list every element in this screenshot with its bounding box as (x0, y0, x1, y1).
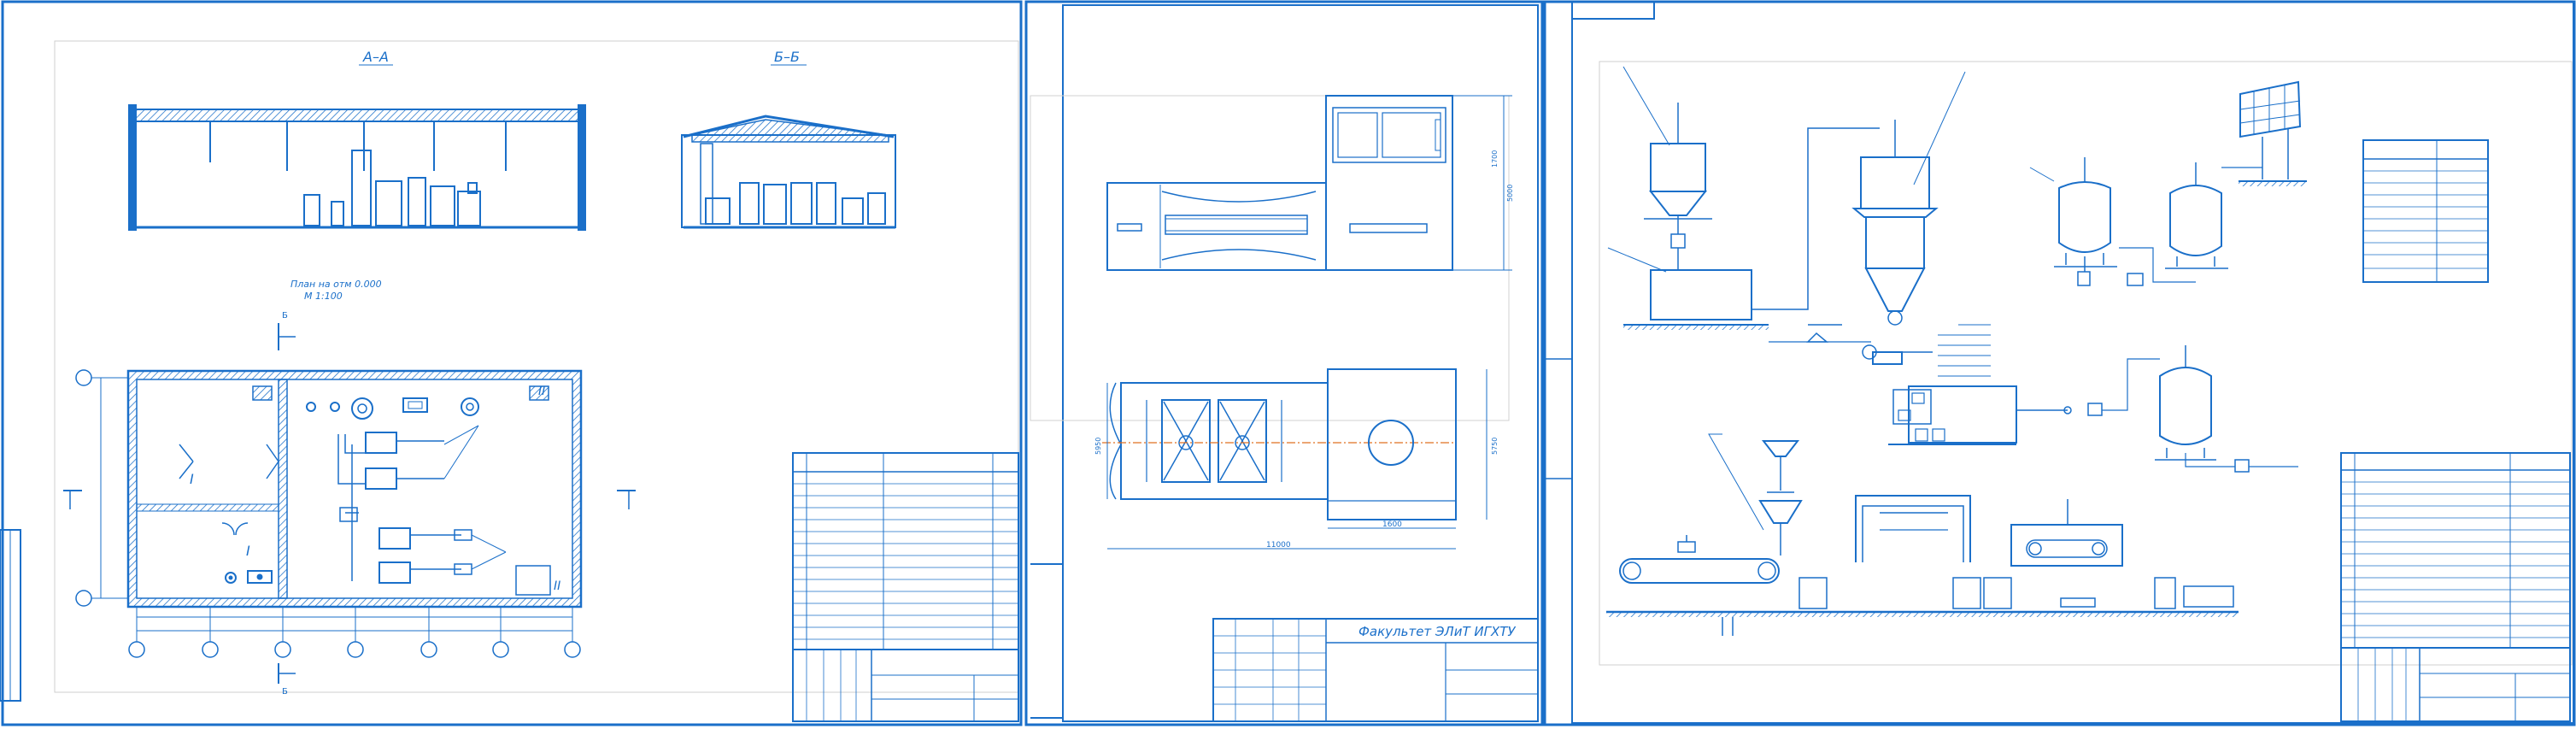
sheet-2-frame (1024, 0, 1544, 726)
hopper-1 (1622, 66, 1712, 270)
sheet-2-institution: Факультет ЭЛиТ ИГХТУ (1358, 624, 1516, 639)
blower-unit (1607, 127, 1880, 330)
svg-text:5950: 5950 (1094, 438, 1102, 455)
svg-text:11000: 11000 (1266, 541, 1291, 550)
cut-marker-top: Б (278, 311, 296, 350)
room-label-4: II (554, 579, 560, 593)
reactor-3 (2155, 345, 2298, 473)
conveyor-belt-1 (1619, 535, 1780, 584)
svg-text:5750: 5750 (1491, 438, 1499, 455)
cut-marker-left (63, 490, 82, 509)
svg-text:1600: 1600 (1382, 520, 1402, 529)
dryer-tunnel (1855, 495, 1971, 562)
section-aa-label: А–А (362, 49, 389, 65)
room-label-1: I (190, 471, 194, 487)
sheet-1-frame (1, 0, 1023, 726)
sheet-2-equipment-drawing: 1700 5000 5950 5750 11000 16 (1024, 0, 1544, 726)
sheet-1-building-plan: А–А Б–Б (0, 0, 1023, 726)
sheet-3-process-flow-diagram (1543, 0, 2576, 726)
sheet-2-title-block: Факультет ЭЛиТ ИГХТУ (1212, 618, 1539, 722)
plan-grid-axes (75, 369, 581, 658)
legend-table (2362, 139, 2489, 283)
mixing-station (1862, 324, 2160, 445)
svg-text:Б: Б (282, 687, 288, 697)
section-aa-drawing (128, 104, 586, 231)
sheet-3-spec-table (2340, 452, 2571, 722)
floor-plan: I I II II (126, 369, 583, 608)
plan-scale: М 1:100 (304, 291, 343, 302)
svg-text:Б: Б (282, 311, 288, 320)
plan-title: План на отм 0.000 (290, 279, 382, 290)
sheet-1-spec-table (792, 452, 1019, 722)
conveyor-belt-2 (2010, 499, 2123, 608)
cut-marker-right (617, 490, 636, 509)
solar-panel (2221, 80, 2307, 186)
cut-marker-bottom: Б (278, 663, 296, 697)
output-stage (1799, 577, 2234, 609)
room-label-3: II (538, 385, 545, 398)
svg-text:1700: 1700 (1491, 150, 1499, 168)
reactor-2 (2119, 162, 2228, 286)
room-label-2: I (246, 543, 250, 559)
section-bb-label: Б–Б (774, 49, 800, 65)
unit-top-view: 1700 5000 (1106, 95, 1514, 271)
unit-front-view: 5950 5750 11000 1600 (1094, 368, 1499, 550)
cyclone-dryer (1769, 71, 1966, 343)
svg-text:5000: 5000 (1506, 185, 1514, 202)
reactor-1 (2029, 157, 2117, 286)
section-bb-drawing (681, 115, 896, 229)
floor-line (1606, 610, 2239, 636)
feed-hopper (1708, 433, 1803, 556)
